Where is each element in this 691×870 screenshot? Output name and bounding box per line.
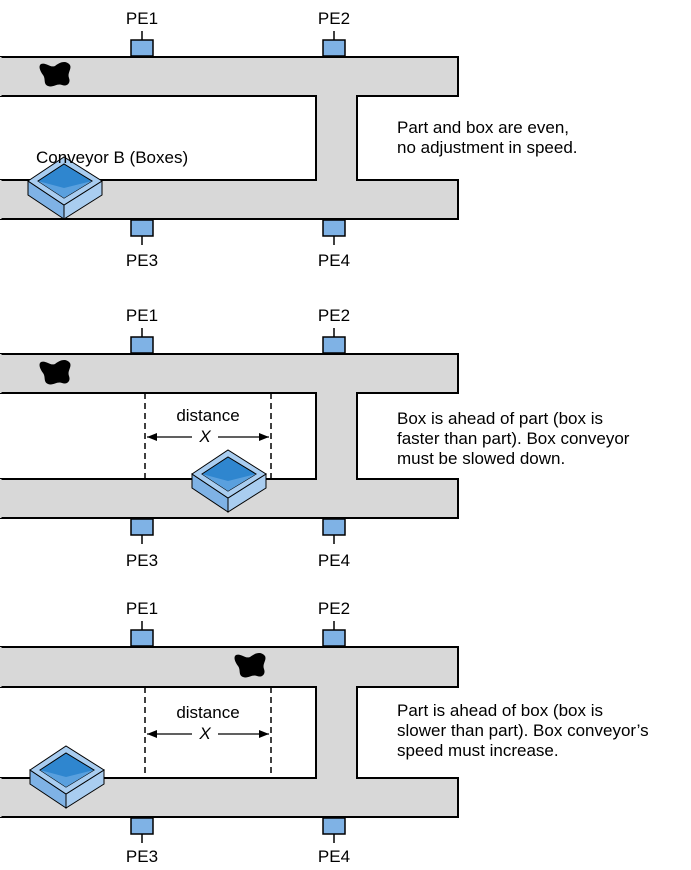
sensor-label-pe2: PE2 [318, 306, 350, 325]
photo-eye-sensor-icon [130, 518, 154, 536]
caption-line-2: no adjustment in speed. [397, 138, 578, 157]
sensor-pe2: PE2 [318, 9, 350, 57]
sensor-label-pe1: PE1 [126, 306, 158, 325]
conveyor-track [0, 646, 459, 818]
distance-indicator: distance X [144, 687, 272, 778]
sensor-pe4: PE4 [318, 219, 350, 270]
photo-eye-sensor-icon [130, 336, 154, 354]
panel-even: PE1 PE2 PE3 PE4 Conveyor B (Boxes) Part … [0, 9, 578, 270]
sensor-pe3: PE3 [126, 219, 158, 270]
sensor-pe4: PE4 [318, 518, 350, 570]
sensor-pe3: PE3 [126, 518, 158, 570]
photo-eye-sensor-icon [322, 629, 346, 647]
photo-eye-sensor-icon [130, 629, 154, 647]
caption-line-1: Part is ahead of box (box is [397, 701, 603, 720]
sensor-pe2: PE2 [318, 599, 350, 647]
distance-variable: X [198, 724, 211, 743]
caption-line-3: must be slowed down. [397, 449, 565, 468]
panel-part-ahead: PE1 PE2 PE3 PE4 distance X [0, 599, 649, 866]
sensor-pe4: PE4 [318, 817, 350, 866]
photo-eye-sensor-icon [322, 336, 346, 354]
sensor-pe1: PE1 [126, 599, 158, 647]
panel-box-ahead: PE1 PE2 PE3 PE4 distance X [0, 306, 630, 570]
sensor-label-pe1: PE1 [126, 9, 158, 28]
distance-indicator: distance X [144, 393, 272, 479]
sensor-label-pe4: PE4 [318, 251, 350, 270]
photo-eye-sensor-icon [322, 817, 346, 835]
sensor-label-pe3: PE3 [126, 251, 158, 270]
sensor-pe1: PE1 [126, 9, 158, 57]
sensor-label-pe4: PE4 [318, 551, 350, 570]
caption-line-1: Part and box are even, [397, 118, 569, 137]
sensor-pe1: PE1 [126, 306, 158, 354]
conveyor-b-label: Conveyor B (Boxes) [36, 148, 188, 167]
photo-eye-sensor-icon [322, 39, 346, 57]
sensor-pe3: PE3 [126, 817, 158, 866]
sensor-label-pe1: PE1 [126, 599, 158, 618]
sensor-label-pe4: PE4 [318, 847, 350, 865]
conveyor-track [0, 353, 459, 519]
distance-label: distance [176, 406, 239, 425]
sensor-label-pe3: PE3 [126, 551, 158, 570]
photo-eye-sensor-icon [130, 817, 154, 835]
caption-line-2: slower than part). Box conveyor’s [397, 721, 649, 740]
conveyor-track [0, 56, 459, 220]
sensor-label-pe2: PE2 [318, 599, 350, 618]
caption-line-1: Box is ahead of part (box is [397, 409, 603, 428]
photo-eye-sensor-icon [322, 219, 346, 237]
photo-eye-sensor-icon [130, 39, 154, 57]
distance-variable: X [198, 427, 211, 446]
caption-line-2: faster than part). Box conveyor [397, 429, 630, 448]
sensor-label-pe2: PE2 [318, 9, 350, 28]
photo-eye-sensor-icon [130, 219, 154, 237]
caption-line-3: speed must increase. [397, 741, 559, 760]
sensor-pe2: PE2 [318, 306, 350, 354]
photo-eye-sensor-icon [322, 518, 346, 536]
sensor-label-pe3: PE3 [126, 847, 158, 865]
distance-label: distance [176, 703, 239, 722]
